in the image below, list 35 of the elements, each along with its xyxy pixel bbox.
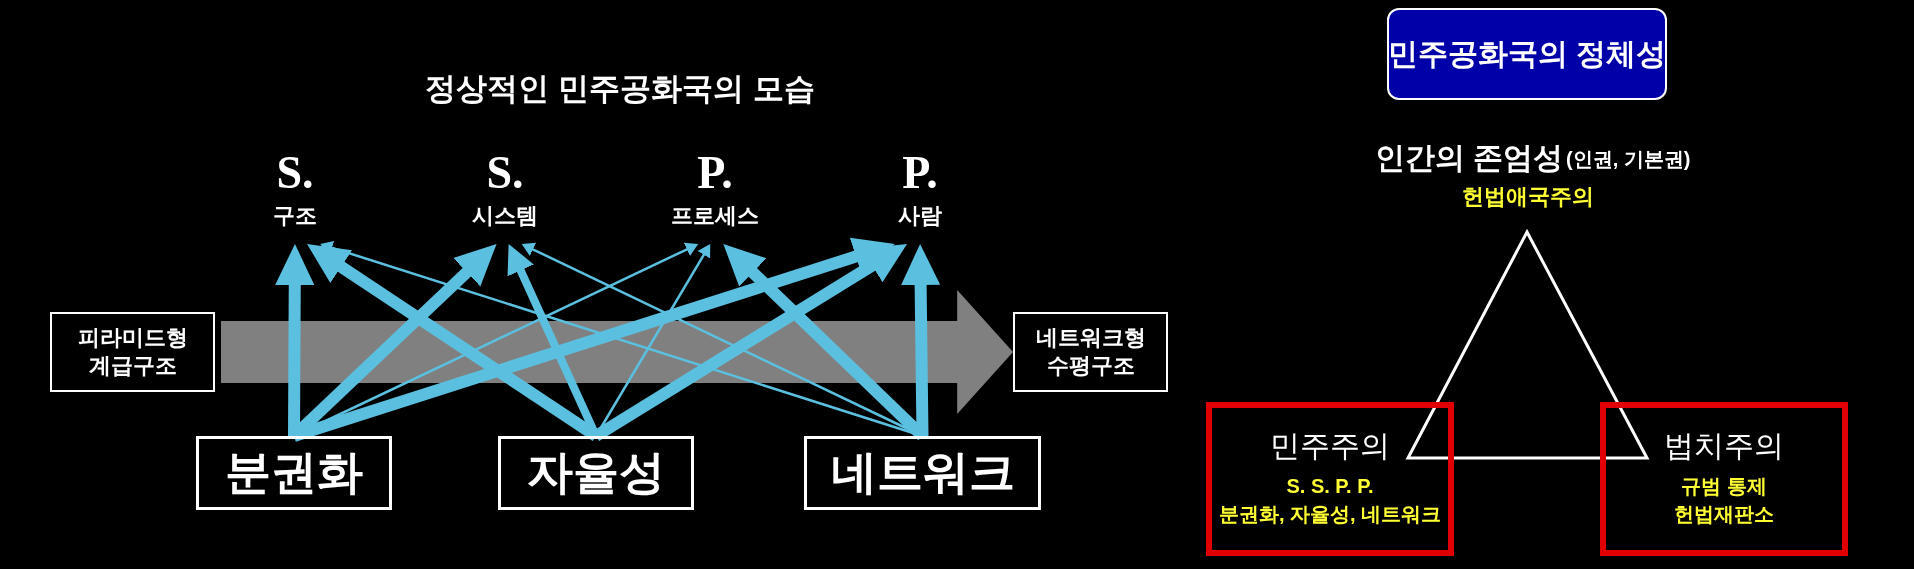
heading-box <box>1387 8 1667 100</box>
apex-label: (인권, 기본권) <box>1566 147 1691 172</box>
note-text: 규범 통제 <box>1681 474 1767 499</box>
node-label: 네트워크 <box>830 445 1015 500</box>
node-label: 피라미드형 계급구조 <box>76 324 189 380</box>
node-label: 프로세스 <box>671 202 759 230</box>
initial-letter: S. <box>276 146 314 200</box>
subtitle-text: 헌법애국주의 <box>1462 183 1594 211</box>
keyword-box <box>196 436 392 510</box>
structure-box <box>50 312 215 392</box>
node-label: 네트워크형 수평구조 <box>1034 324 1147 380</box>
node-label: 법치주의 <box>1664 428 1784 464</box>
initial-letter: S. <box>486 146 524 200</box>
note-text: S. S. P. P. <box>1286 474 1374 499</box>
keyword-box <box>498 436 694 510</box>
node-label: 분권화 <box>225 445 363 500</box>
initial-letter: P. <box>902 146 938 200</box>
node-label: 구조 <box>273 202 317 230</box>
title: 정상적인 민주공화국의 모습 <box>424 70 816 108</box>
note-text: 분권화, 자율성, 네트워크 <box>1218 502 1442 527</box>
structure-box <box>1013 312 1168 392</box>
principle-box <box>1206 402 1454 556</box>
node-label: 사람 <box>898 202 942 230</box>
node-label: 시스템 <box>472 202 538 230</box>
arrow <box>901 244 941 437</box>
apex-label: 인간의 존엄성 <box>1375 140 1564 176</box>
arrow <box>275 244 315 437</box>
initial-letter: P. <box>697 146 733 200</box>
node-label: 자율성 <box>527 445 665 500</box>
flow-arrow <box>221 290 1013 414</box>
principle-box <box>1600 402 1848 556</box>
node-label: 민주주의 <box>1270 428 1390 464</box>
keyword-box <box>804 436 1041 510</box>
note-text: 헌법재판소 <box>1674 502 1774 527</box>
node-label: 민주공화국의 정체성 <box>1387 35 1667 72</box>
